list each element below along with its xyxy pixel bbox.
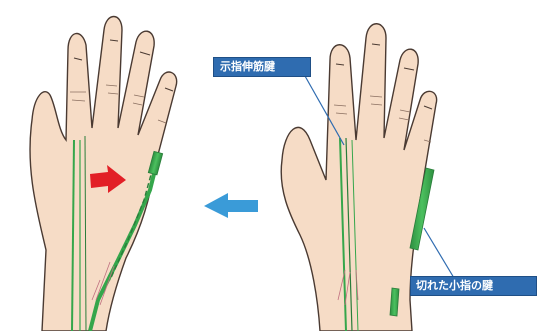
- index-extensor-tendon-label: 示指伸筋腱: [213, 57, 311, 77]
- arrow-left-blue-icon: [204, 193, 258, 218]
- cut-little-finger-tendon-label: 切れた小指の腱: [410, 276, 537, 296]
- left-hand: [30, 17, 177, 331]
- cut-tendon-lower: [390, 288, 399, 316]
